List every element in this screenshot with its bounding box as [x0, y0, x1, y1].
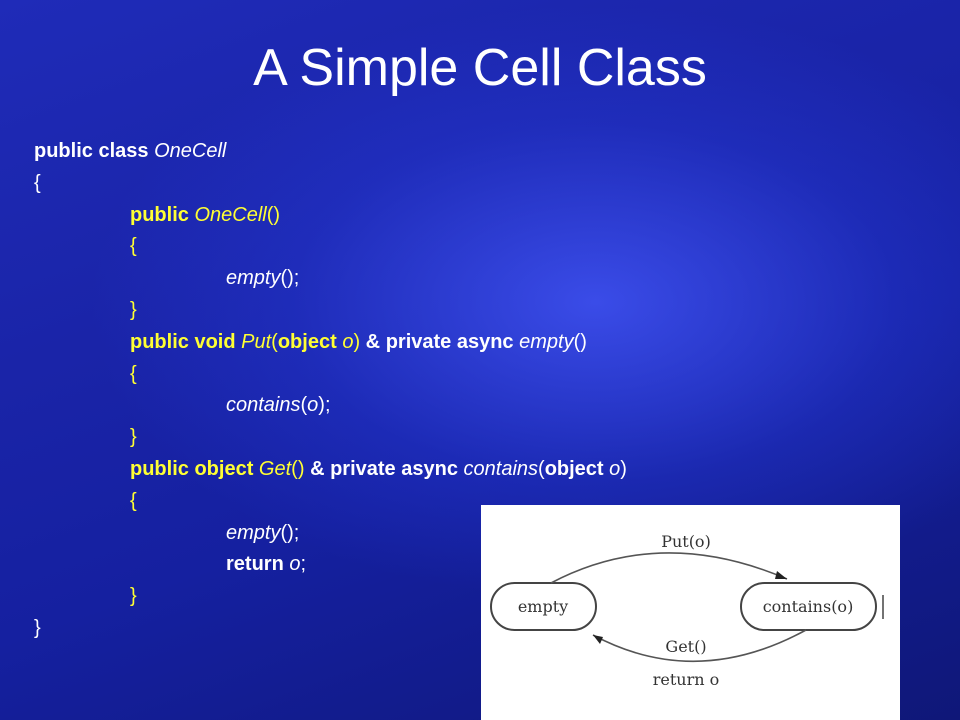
slide-title: A Simple Cell Class	[253, 39, 707, 97]
code-line-get-open: {	[130, 489, 137, 512]
keyword-private: private	[330, 457, 396, 480]
lparen: (	[271, 330, 278, 353]
chord-empty: empty	[519, 330, 574, 353]
keyword-object: object	[277, 330, 337, 353]
keyword-private: private	[385, 330, 452, 353]
state-diagram-svg: empty contains(o) Put(o) Get() return o	[490, 532, 884, 689]
keyword-async: async	[401, 457, 458, 480]
ctor-parens: ()	[266, 203, 281, 226]
rparen: )	[353, 330, 361, 353]
get-parens: ()	[291, 457, 305, 480]
ctor-name: OneCell	[194, 203, 267, 226]
transition-put-label: Put(o)	[661, 532, 711, 551]
keyword-public: public	[130, 457, 189, 480]
transition-get-action: return o	[653, 670, 720, 689]
state-empty	[490, 582, 597, 631]
code-line-ctor-body: empty();	[34, 263, 934, 295]
rparen: )	[620, 457, 627, 480]
state-diagram: empty contains(o) Put(o) Get() return o	[481, 505, 900, 720]
call-empty: empty	[226, 521, 281, 544]
code-line-ctor-close: }	[130, 298, 137, 321]
keyword-void: void	[194, 330, 236, 353]
lparen: (	[538, 457, 545, 480]
code-line-put-body: contains(o);	[34, 390, 934, 422]
param-o: o	[342, 330, 354, 353]
lparen: (	[300, 394, 308, 417]
call-contains: contains	[226, 394, 301, 417]
keyword-object: object	[194, 457, 254, 480]
state-contains-label: contains(o)	[763, 597, 854, 616]
code-line-put-close: }	[130, 426, 137, 449]
keyword-async: async	[456, 330, 514, 353]
arrowhead-put	[775, 571, 787, 579]
code-line-put-open: {	[130, 362, 137, 385]
arg-o: o	[307, 394, 319, 417]
code-block: public class OneCell { public OneCell() …	[34, 136, 934, 645]
code-line-get-decl: public object Get() & private async cont…	[34, 454, 934, 486]
transition-get-arrow	[592, 629, 807, 663]
keyword-public: public	[130, 203, 189, 226]
join-amp: &	[310, 457, 325, 480]
keyword-object: object	[544, 457, 604, 480]
param-o: o	[609, 457, 621, 480]
keyword-public: public	[130, 330, 189, 353]
keyword-return: return	[226, 553, 284, 576]
keyword-class: class	[98, 140, 149, 162]
transition-put-arrow	[550, 552, 788, 584]
call-end: ();	[280, 521, 300, 544]
code-line-get-body-2: return o;	[34, 549, 934, 581]
semicolon: ;	[300, 553, 307, 576]
code-line-ctor-open: {	[130, 235, 137, 258]
transition-get-label: Get()	[665, 637, 706, 656]
code-line-put-decl: public void Put(object o) & private asyn…	[34, 327, 934, 359]
code-line-class-decl: public class OneCell	[34, 136, 934, 168]
code-line-ctor-decl: public OneCell()	[34, 200, 934, 232]
join-amp: &	[365, 330, 381, 353]
arrowhead-get	[593, 635, 603, 644]
code-line-get-close: }	[130, 585, 137, 608]
chord-parens: ()	[573, 330, 587, 353]
code-line-class-open: {	[34, 171, 41, 194]
code-line-get-body-1: empty();	[34, 518, 934, 550]
chord-contains: contains	[463, 457, 539, 480]
method-put: Put	[241, 330, 272, 353]
method-get: Get	[258, 457, 292, 480]
code-line-class-close: }	[34, 616, 41, 639]
call-end: ();	[280, 267, 300, 290]
arg-end: );	[318, 394, 331, 417]
state-empty-label: empty	[518, 597, 568, 616]
return-o: o	[289, 553, 301, 576]
state-contains	[740, 582, 877, 631]
class-name: OneCell	[154, 140, 227, 162]
call-empty: empty	[226, 267, 281, 290]
keyword-public: public	[34, 140, 93, 162]
